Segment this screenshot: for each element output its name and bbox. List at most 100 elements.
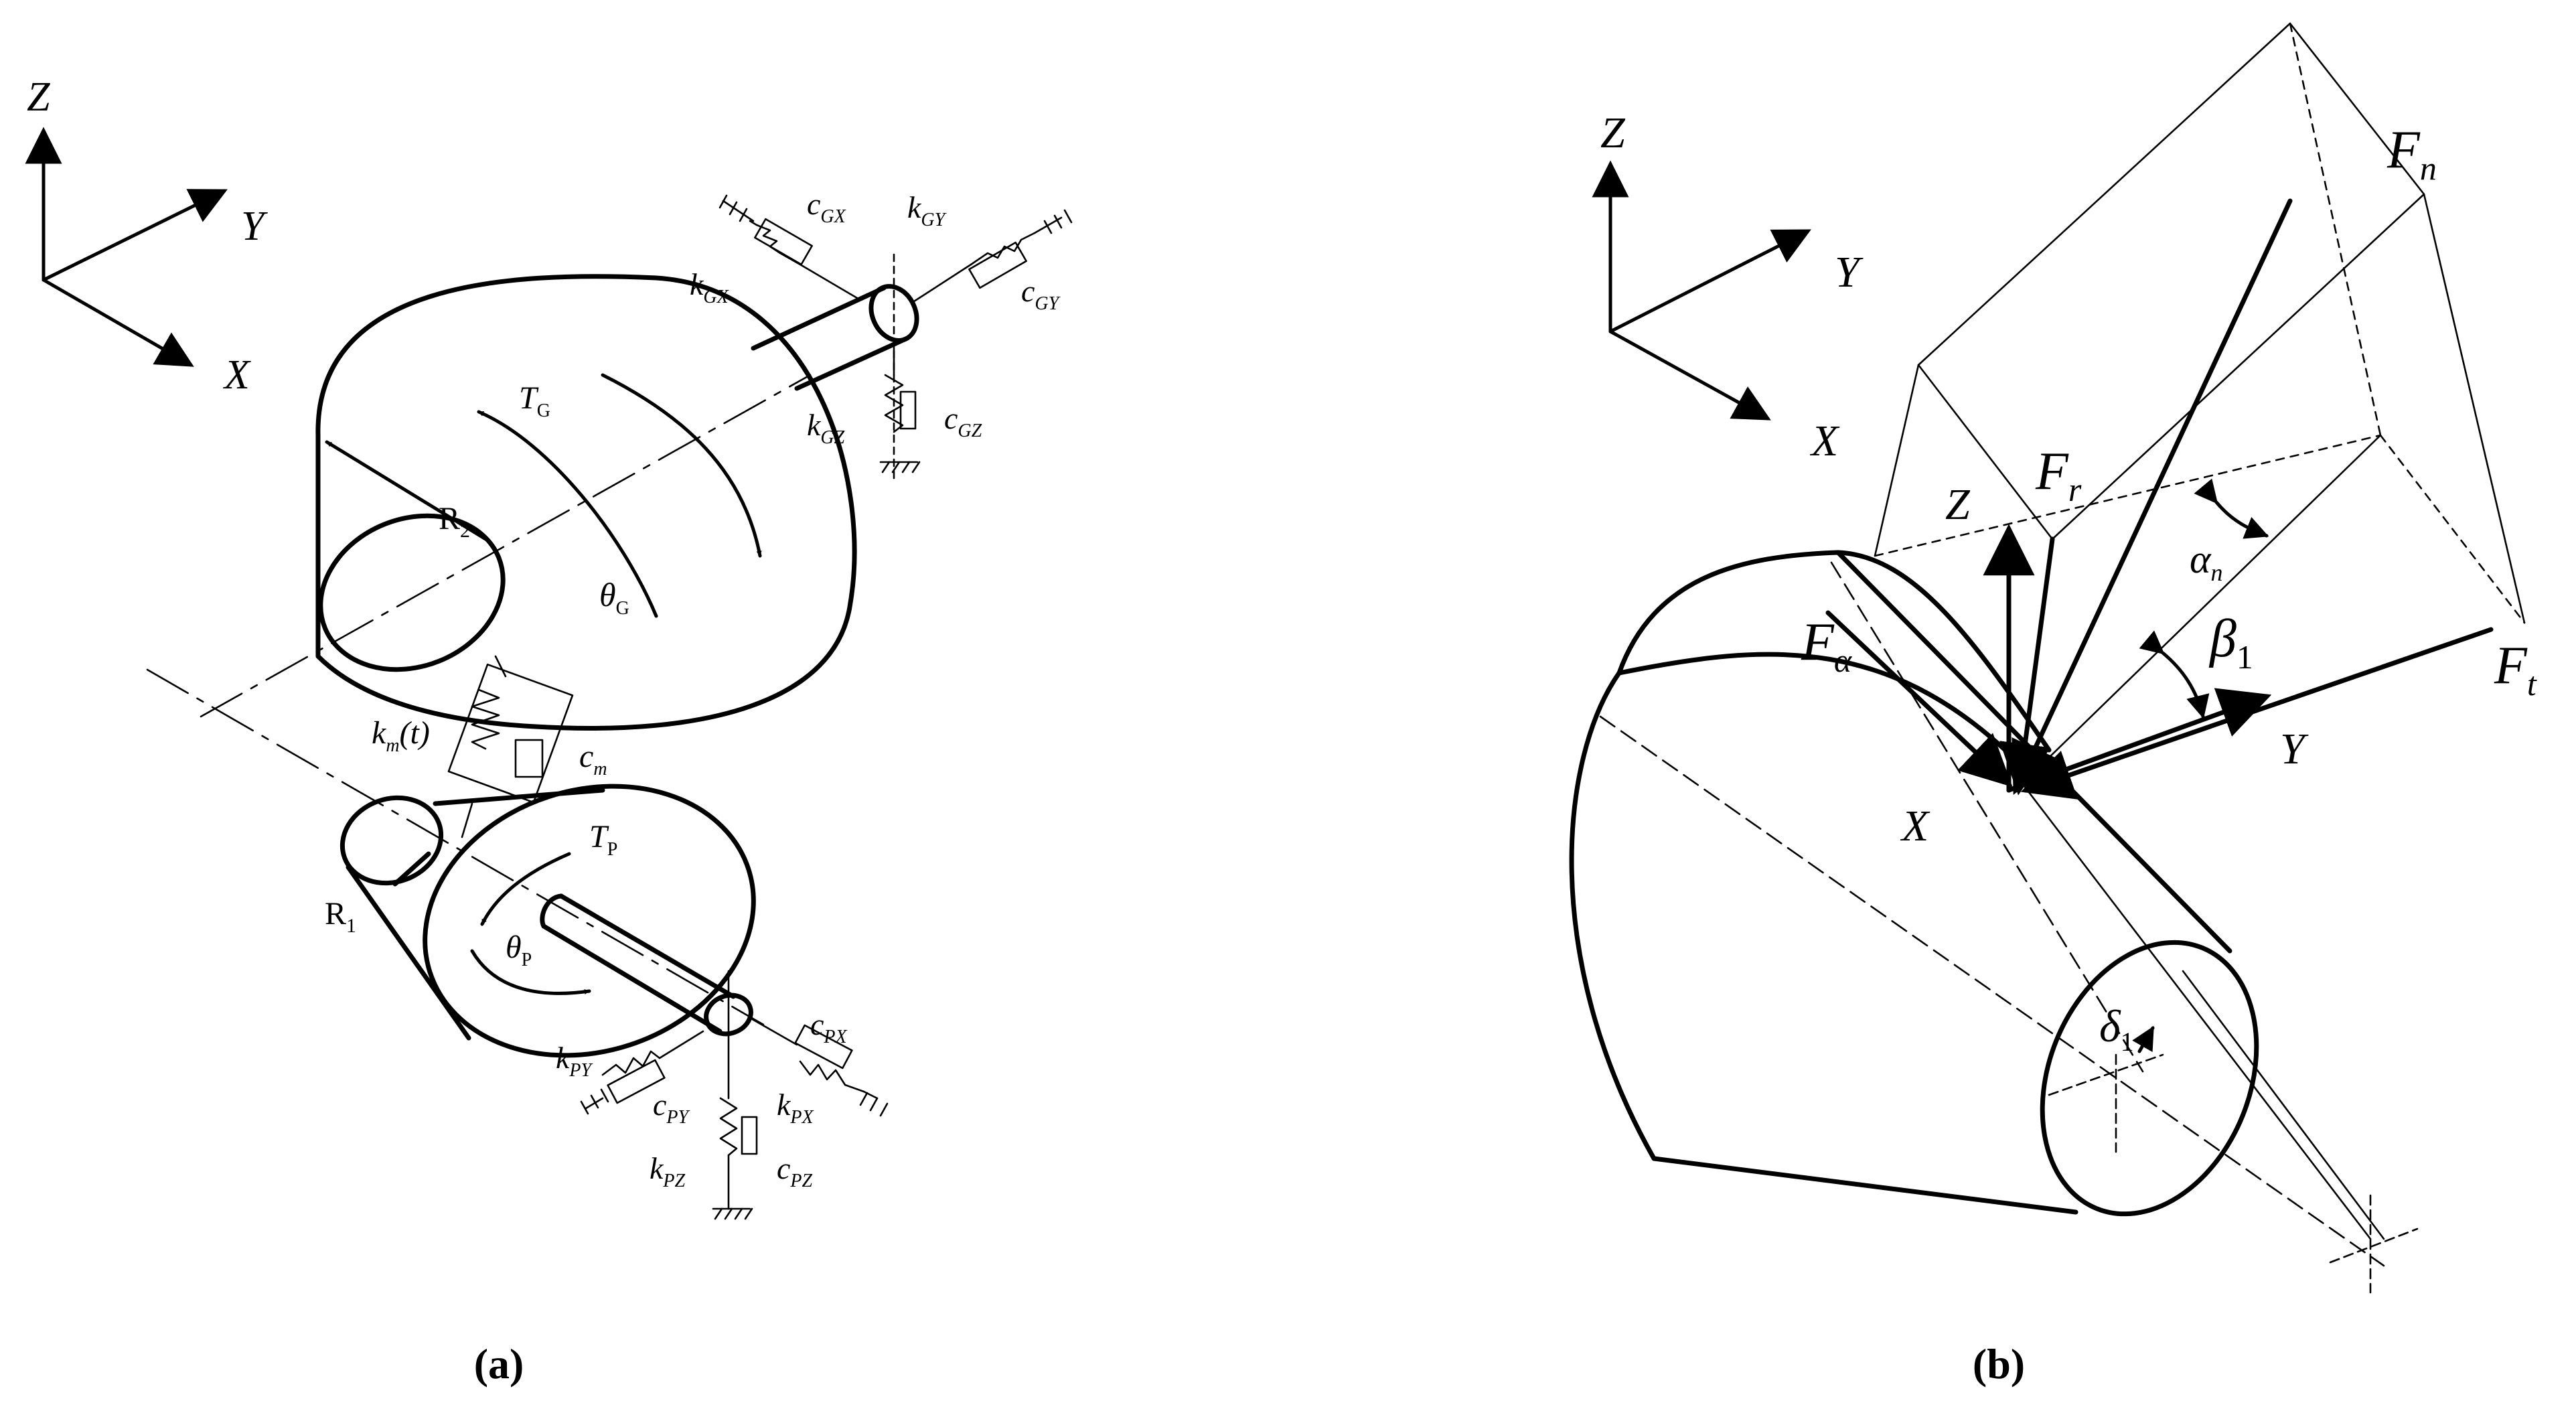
pinion-px-k-subscript: PX bbox=[789, 1107, 814, 1128]
pinion-rotation-subscript: P bbox=[522, 950, 532, 970]
gear-gz-k-symbol: k bbox=[807, 408, 822, 442]
gear-gx-damper bbox=[754, 218, 813, 266]
fn-label: Fn bbox=[2386, 121, 2437, 187]
cone-back-rim-left bbox=[1569, 670, 1657, 1161]
gear-radius-label: R2 bbox=[439, 501, 470, 542]
mesh-damping-label: cm bbox=[579, 739, 607, 780]
cone-front-face bbox=[2040, 940, 2259, 1217]
gear-gy-k-symbol: k bbox=[907, 190, 922, 224]
pinion-py-damper bbox=[607, 1059, 666, 1104]
pinion-shaft-start-cap bbox=[540, 893, 564, 929]
pinion-shaft bbox=[540, 893, 753, 1100]
face-center-mark-horizontal bbox=[2048, 1053, 2164, 1096]
gear-gy-k-subscript: GY bbox=[921, 210, 947, 230]
panel-b-y-axis-arrow bbox=[1608, 229, 1811, 333]
gear-gz-k-subscript: GZ bbox=[820, 427, 844, 448]
gear-gz-k-label: kGZ bbox=[807, 408, 845, 448]
mesh-stiffness-subscript: m bbox=[386, 735, 399, 756]
force-box-hidden-edge-bottom bbox=[1874, 434, 2382, 557]
pinion-shaft-upper-edge bbox=[558, 893, 736, 999]
gear-shaft-lower-edge bbox=[794, 336, 910, 391]
gear-axis-centerline bbox=[200, 374, 812, 718]
panel-b-y-label: Y bbox=[1835, 248, 1864, 297]
gear-gy-c-subscript: GY bbox=[1035, 293, 1061, 314]
fr-symbol: F bbox=[2035, 442, 2069, 501]
gear-gz-c-subscript: GZ bbox=[958, 421, 982, 441]
gear-gy-c-label: cGY bbox=[1021, 274, 1061, 314]
fn-subscript: n bbox=[2420, 149, 2437, 187]
force-box-projection-line bbox=[2021, 434, 2382, 785]
panel-a-x-label: X bbox=[222, 352, 251, 398]
delta-symbol: δ bbox=[2099, 1000, 2121, 1051]
gear-body: R2 TG θG bbox=[200, 274, 857, 731]
gear-gx-c-symbol: c bbox=[807, 187, 820, 221]
pinion-pz-c-symbol: c bbox=[777, 1151, 790, 1185]
gear-gy-k-label: kGY bbox=[907, 190, 948, 230]
mesh-damping-subscript: m bbox=[593, 759, 607, 780]
gear-rotation-label: θG bbox=[599, 576, 629, 619]
fn-symbol: F bbox=[2386, 121, 2421, 179]
gear-gz-damper bbox=[899, 390, 917, 430]
gear-radius-arrow bbox=[325, 440, 491, 543]
gear-gz-c-symbol: c bbox=[944, 401, 958, 435]
pinion-support-pz: kPZ cPZ bbox=[650, 1097, 813, 1220]
force-box-hidden-edge-side bbox=[2379, 434, 2526, 624]
mesh-damper bbox=[514, 739, 544, 778]
panel-b-caption: (b) bbox=[1973, 1340, 2025, 1388]
gear-torque-subscript: G bbox=[537, 400, 550, 421]
delta-subscript: 1 bbox=[2121, 1027, 2134, 1057]
cone-axis-dashed bbox=[1599, 715, 2385, 1267]
pinion-py-c-subscript: PY bbox=[666, 1107, 690, 1128]
mesh-element: km(t) cm bbox=[372, 655, 607, 838]
pinion-radius-subscript: 1 bbox=[346, 915, 356, 937]
panel-a-y-axis-arrow bbox=[42, 189, 228, 282]
gear-gy-ground-hatch bbox=[1043, 209, 1073, 234]
mesh-frame bbox=[447, 663, 574, 804]
pinion-torque-label: TP bbox=[589, 819, 617, 860]
gear-gy-link bbox=[913, 263, 972, 303]
pinion-lower-generator bbox=[346, 865, 471, 1041]
panel-a-z-label: Z bbox=[27, 74, 50, 120]
beta-angle-arc bbox=[2139, 630, 2210, 719]
pinion-small-end bbox=[339, 795, 444, 886]
pinion-pz-k-symbol: k bbox=[650, 1151, 664, 1185]
pinion-py-link bbox=[658, 1030, 704, 1059]
pinion-rotation-arrow bbox=[470, 949, 591, 995]
alpha-subscript: n bbox=[2211, 559, 2223, 586]
mesh-bottom-link bbox=[461, 802, 473, 838]
ft-symbol: F bbox=[2494, 636, 2528, 695]
gear-torque-symbol: T bbox=[519, 380, 539, 416]
panel-a-axes: Z Y X bbox=[25, 74, 268, 398]
force-box-hidden-edge-back bbox=[2289, 22, 2382, 437]
delta-label: δ1 bbox=[2099, 1000, 2134, 1057]
pinion-px-k-label: kPX bbox=[777, 1088, 814, 1128]
cone-apex-line-lower bbox=[2182, 970, 2385, 1240]
pinion-py-ground bbox=[585, 1097, 604, 1110]
pinion-radius-symbol: R bbox=[325, 896, 346, 932]
pinion-px-spring bbox=[799, 1060, 865, 1093]
gear-shaft bbox=[751, 253, 919, 484]
gear-radius-subscript: 2 bbox=[460, 520, 470, 542]
pinion-px-c-symbol: c bbox=[810, 1007, 824, 1041]
gear-shaft-upper-edge bbox=[751, 285, 887, 351]
mesh-spring bbox=[471, 688, 500, 750]
cone-pitch-arc bbox=[1616, 652, 2032, 776]
gear-torque-arrow bbox=[601, 373, 762, 558]
fa-symbol: F bbox=[1801, 613, 1835, 672]
gear-gx-c-label: cGX bbox=[807, 187, 846, 227]
local-y-arrow bbox=[2006, 688, 2272, 793]
force-box-edge-left bbox=[1874, 364, 1920, 557]
pinion-axis-centerline bbox=[146, 668, 765, 1026]
alpha-angle-arc bbox=[2194, 478, 2269, 539]
gear-rotation-subscript: G bbox=[616, 598, 629, 619]
pinion-py-k-label: kPY bbox=[556, 1041, 594, 1081]
pinion-support-px: cPX kPX bbox=[749, 1007, 889, 1128]
fr-force-arrow bbox=[1999, 536, 2055, 796]
pinion-radius-arrow bbox=[392, 851, 431, 887]
beta-symbol: β bbox=[2208, 609, 2237, 668]
gear-support-gx: kGX cGX bbox=[690, 187, 858, 307]
pinion-rotation-label: θP bbox=[506, 930, 532, 970]
pinion-pz-spring bbox=[719, 1097, 738, 1157]
fa-label: Fα bbox=[1801, 613, 1853, 679]
